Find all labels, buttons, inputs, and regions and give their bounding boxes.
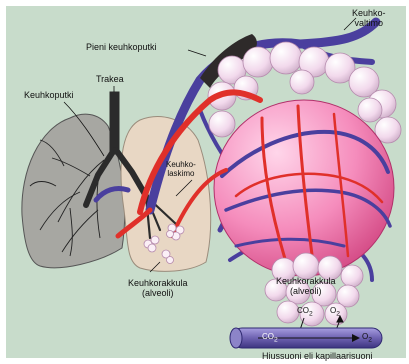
capillary-tube (230, 328, 382, 348)
label-co2-capillary-text: CO (262, 332, 274, 341)
label-capillary: Hiussuoni eli kapillaarisuoni (262, 351, 373, 361)
label-alveoli-left: Keuhkorakkula (alveoli) (128, 278, 188, 298)
label-bronchiole: Pieni keuhkoputki (86, 42, 157, 52)
label-co2-capillary-sub: 2 (274, 337, 278, 344)
label-pulmonary-vein-line2: valtimo (352, 18, 386, 28)
label-pulmonary-tissue: Keuhko- laskimo (166, 160, 196, 178)
label-co2-alveolus: CO2 (297, 306, 313, 319)
label-pulmonary-tissue-line1: Keuhko- (166, 160, 196, 169)
label-alveoli-right-line1: Keuhkorakkula (276, 276, 336, 286)
label-o2-capillary: O2 (362, 332, 372, 345)
label-o2-sub: 2 (336, 311, 340, 318)
label-pulmonary-vein: Keuhko- valtimo (352, 8, 386, 28)
label-co2-capillary: CO2 (262, 332, 278, 345)
label-alveoli-right: Keuhkorakkula (alveoli) (276, 276, 336, 296)
label-co2-text: CO (297, 306, 309, 315)
label-o2-alveolus: O2 (330, 306, 340, 319)
label-o2-capillary-sub: 2 (368, 337, 372, 344)
label-alveoli-left-line1: Keuhkorakkula (128, 278, 188, 288)
label-trachea: Trakea (96, 74, 124, 84)
label-alveoli-right-line2: (alveoli) (276, 286, 336, 296)
label-pulmonary-vein-line1: Keuhko- (352, 8, 386, 18)
label-bronchus: Keuhkoputki (24, 90, 74, 100)
label-alveoli-left-line2: (alveoli) (128, 288, 188, 298)
label-pulmonary-tissue-line2: laskimo (166, 169, 196, 178)
label-co2-sub: 2 (309, 311, 313, 318)
